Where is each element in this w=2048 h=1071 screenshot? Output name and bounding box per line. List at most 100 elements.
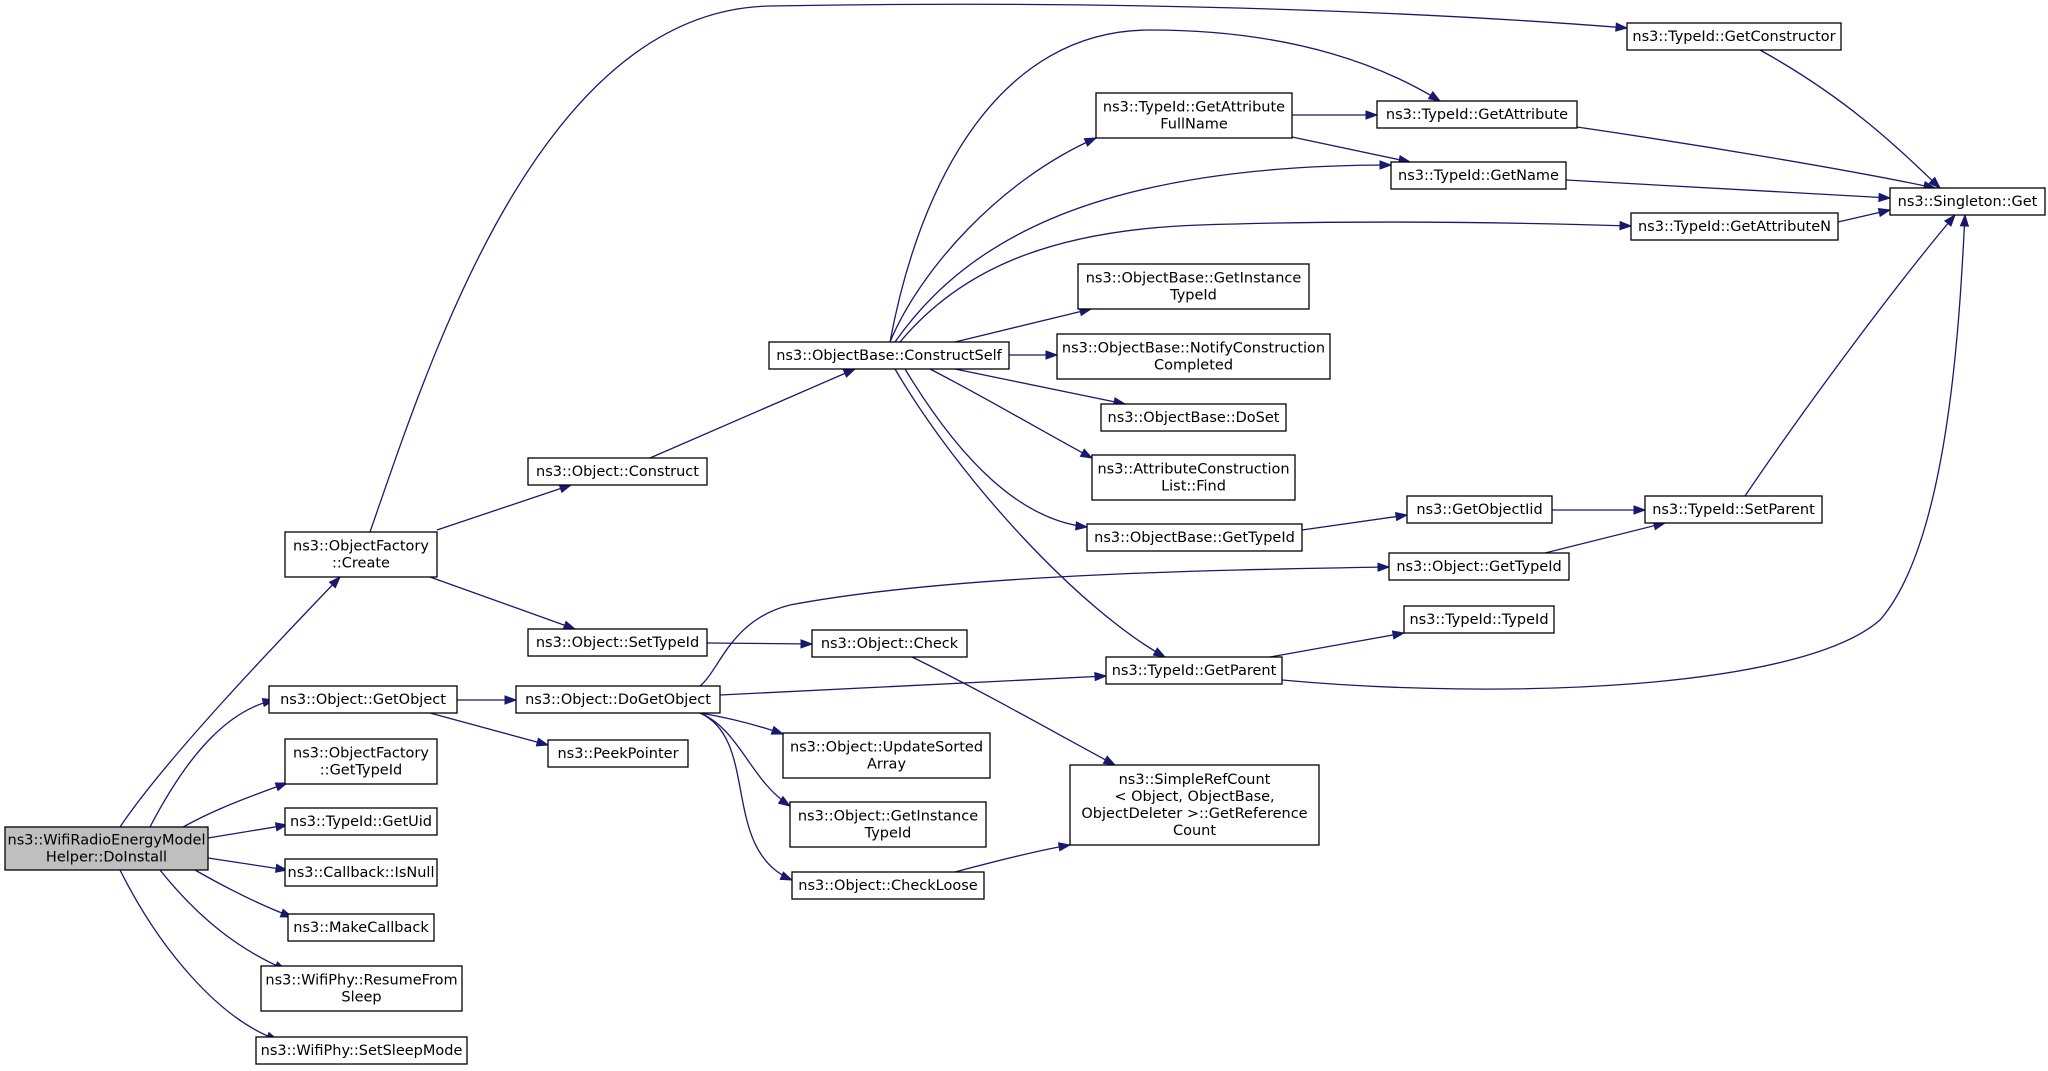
node-obj-dogetobject[interactable]: ns3::Object::DoGetObject xyxy=(515,685,721,714)
node-label: ns3::WifiRadioEnergyModel xyxy=(8,833,206,849)
node-tid-getattribute[interactable]: ns3::TypeId::GetAttribute xyxy=(1376,100,1578,129)
node-of-create[interactable]: ns3::ObjectFactory::Create xyxy=(284,531,438,578)
node-label: < Object, ObjectBase, xyxy=(1114,789,1274,805)
node-tid-typeid[interactable]: ns3::TypeId::TypeId xyxy=(1403,605,1555,634)
node-label: ns3::ObjectBase::GetInstance xyxy=(1086,271,1302,287)
node-ob-doset[interactable]: ns3::ObjectBase::DoSet xyxy=(1100,403,1287,432)
node-peekpointer[interactable]: ns3::PeekPointer xyxy=(547,739,689,768)
edge-root-to-makecallback xyxy=(194,869,294,918)
arrow-head xyxy=(1928,176,1942,190)
node-label: ns3::PeekPointer xyxy=(557,746,678,762)
edge-line xyxy=(149,699,275,828)
edge-of_create-to-tid_getconstructor xyxy=(369,3,1629,533)
node-of-gettypeid[interactable]: ns3::ObjectFactory::GetTypeId xyxy=(284,738,438,785)
node-label: ns3::TypeId::TypeId xyxy=(1409,612,1548,628)
node-label: ns3::ObjectBase::GetTypeId xyxy=(1094,530,1295,546)
node-box xyxy=(527,628,708,657)
arrow-head xyxy=(1391,630,1406,640)
node-box xyxy=(284,531,438,578)
node-cb-isnull[interactable]: ns3::Callback::IsNull xyxy=(284,858,438,887)
arrow-head xyxy=(1615,22,1629,32)
node-simplerefcount[interactable]: ns3::SimpleRefCount< Object, ObjectBase,… xyxy=(1069,764,1320,846)
edge-line xyxy=(894,368,1166,658)
node-obj-settypeid[interactable]: ns3::Object::SetTypeId xyxy=(527,628,708,657)
node-label: ns3::Object::DoGetObject xyxy=(525,692,711,708)
node-wp-sleep[interactable]: ns3::WifiPhy::SetSleepMode xyxy=(255,1036,468,1065)
node-ob-notify[interactable]: ns3::ObjectBase::NotifyConstructionCompl… xyxy=(1056,333,1331,380)
node-box xyxy=(782,732,991,779)
node-makecallback[interactable]: ns3::MakeCallback xyxy=(287,913,435,942)
arrow-head xyxy=(1959,213,1970,227)
node-obj-construct[interactable]: ns3::Object::Construct xyxy=(527,457,708,486)
edge-line xyxy=(194,869,293,918)
node-obj-getobject[interactable]: ns3::Object::GetObject xyxy=(268,685,458,714)
node-box xyxy=(1403,605,1555,634)
node-label: ns3::TypeId::GetConstructor xyxy=(1632,29,1835,45)
arrow-head xyxy=(1045,350,1059,360)
edge-tid_getname-to-singleton_get xyxy=(1565,179,1892,203)
arrow-head xyxy=(535,737,550,747)
node-label: ns3::ObjectFactory xyxy=(293,746,429,762)
edge-line xyxy=(929,368,1093,459)
node-obj-check[interactable]: ns3::Object::Check xyxy=(811,629,968,658)
node-label: ns3::TypeId::GetUid xyxy=(290,814,432,830)
node-box xyxy=(284,807,438,836)
node-singleton-get[interactable]: ns3::Singleton::Get xyxy=(1889,187,2046,216)
node-tid-getuid[interactable]: ns3::TypeId::GetUid xyxy=(284,807,438,836)
node-label: ns3::Object::CheckLoose xyxy=(798,878,977,894)
node-box xyxy=(287,913,435,942)
edge-line xyxy=(1544,522,1666,554)
edge-obj_construct-to-ob_constructself xyxy=(649,368,857,459)
node-box xyxy=(768,341,1010,370)
edge-tid_setparent-to-singleton_get xyxy=(1744,213,1956,497)
arrow-head xyxy=(1878,192,1892,203)
edge-obj_settypeid-to-obj_check xyxy=(706,639,814,649)
node-obj-checkloose[interactable]: ns3::Object::CheckLoose xyxy=(791,871,985,900)
arrow-head xyxy=(1394,511,1409,522)
arrow-head xyxy=(779,871,794,881)
edge-ob_constructself-to-ob_notify xyxy=(1009,350,1059,360)
node-box xyxy=(547,739,689,768)
node-getobjectiid[interactable]: ns3::GetObjectIid xyxy=(1406,495,1553,524)
node-label: ns3::ObjectBase::NotifyConstruction xyxy=(1062,341,1325,357)
edge-obj_dogetobject-to-obj_checkloose xyxy=(699,712,794,881)
node-box xyxy=(515,685,721,714)
node-tid-setparent[interactable]: ns3::TypeId::SetParent xyxy=(1644,495,1823,524)
edge-line xyxy=(1759,49,1941,189)
node-label: TypeId xyxy=(864,826,912,842)
edge-obj_getobject-to-obj_dogetobject xyxy=(457,695,518,705)
node-box xyxy=(1069,764,1320,846)
edge-line xyxy=(649,368,856,459)
edge-tid_getconstructor-to-singleton_get xyxy=(1759,49,1942,190)
node-label: List::Find xyxy=(1161,479,1226,495)
node-label: ns3::WifiPhy::SetSleepMode xyxy=(261,1043,463,1059)
edge-of_create-to-obj_construct xyxy=(436,484,573,531)
edge-tid_getattribute-to-singleton_get xyxy=(1576,126,1937,191)
node-box xyxy=(255,1036,468,1065)
node-box xyxy=(1056,333,1331,380)
edge-line xyxy=(1565,179,1891,199)
node-tid-getconstructor[interactable]: ns3::TypeId::GetConstructor xyxy=(1626,22,1842,51)
edge-line xyxy=(369,3,1628,533)
edge-obj_checkloose-to-simplerefcount xyxy=(954,842,1072,873)
node-tid-getparent[interactable]: ns3::TypeId::GetParent xyxy=(1105,656,1283,685)
edge-line xyxy=(699,566,1390,687)
node-tid-getname[interactable]: ns3::TypeId::GetName xyxy=(1390,161,1567,190)
node-root[interactable]: ns3::WifiRadioEnergyModelHelper::DoInsta… xyxy=(4,826,209,871)
node-box xyxy=(1095,92,1293,139)
node-box xyxy=(1086,523,1303,552)
node-label: ns3::ObjectBase::DoSet xyxy=(1108,410,1280,426)
node-ob-gettypeid[interactable]: ns3::ObjectBase::GetTypeId xyxy=(1086,523,1303,552)
node-obj-gettypeid[interactable]: ns3::Object::GetTypeId xyxy=(1388,552,1570,581)
node-ob-constructself[interactable]: ns3::ObjectBase::ConstructSelf xyxy=(768,341,1010,370)
node-tid-getattributen[interactable]: ns3::TypeId::GetAttributeN xyxy=(1630,212,1839,241)
node-box xyxy=(527,457,708,486)
node-label: ns3::Object::Construct xyxy=(536,464,699,480)
arrow-head xyxy=(842,368,857,378)
